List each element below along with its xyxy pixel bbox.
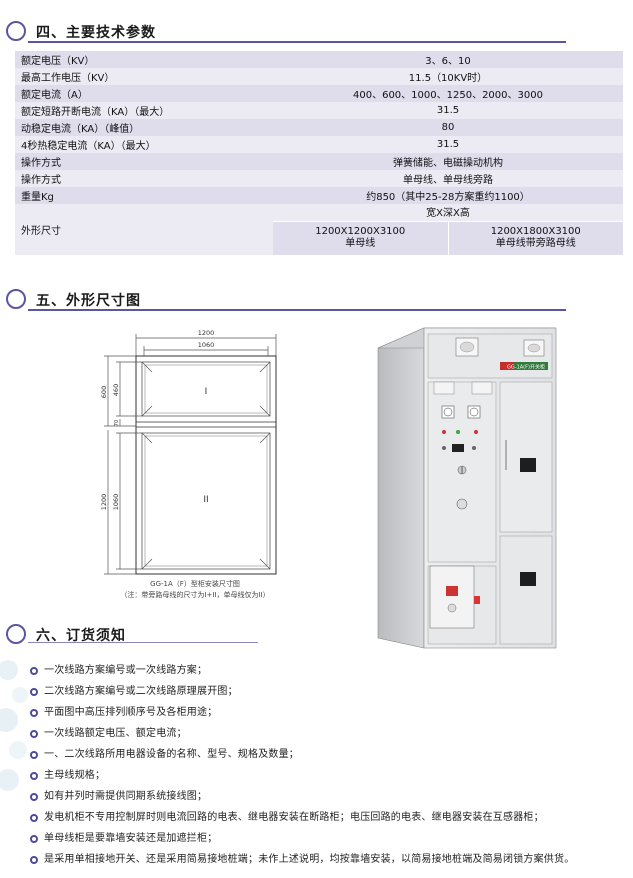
- bullet-icon: [30, 814, 38, 822]
- heading-ring-icon: [6, 289, 26, 309]
- dim-bypass-size: 1200X1800X3100: [490, 226, 581, 237]
- spec-row: 操作方式单母线、单母线旁路: [15, 170, 623, 187]
- dim-height-70: 70: [114, 420, 120, 426]
- spec-key: 最高工作电压（KV）: [15, 68, 273, 85]
- order-item: 一次线路额定电压、额定电流；: [30, 723, 630, 744]
- dim-width-inner: 1060: [198, 341, 215, 349]
- dim-height-1200: 1200: [100, 494, 108, 511]
- order-item-text: 是采用单相接地开关、还是采用简易接地桩端；未作上述说明，均按靠墙安装，以简易接地…: [44, 854, 575, 865]
- order-item-text: 如有并列时需提供同期系统接线图；: [44, 791, 208, 802]
- spec-row: 动稳定电流（KA）（峰值）80: [15, 119, 623, 136]
- dim-single-label: 单母线: [345, 238, 376, 249]
- order-item: 发电机柜不专用控制屏时则电流回路的电表、继电器安装在断路柜；电压回路的电表、继电…: [30, 807, 630, 828]
- spec-value: 80: [273, 119, 623, 136]
- order-item-text: 二次线路方案编号或二次线路原理展开图；: [44, 686, 238, 697]
- order-item-text: 一、二次线路所用电器设备的名称、型号、规格及数量；: [44, 749, 299, 760]
- spec-value: 31.5: [273, 102, 623, 119]
- order-item-text: 发电机柜不专用控制屏时则电流回路的电表、继电器安装在断路柜；电压回路的电表、继电…: [44, 812, 544, 823]
- order-notes-list: 一次线路方案编号或一次线路方案； 二次线路方案编号或二次线路原理展开图； 平面图中高…: [30, 660, 630, 870]
- spec-row: 4秒热稳定电流（KA）（最大）31.5: [15, 136, 623, 153]
- switchgear-cabinet-image: GG-1A(F)开关柜: [377, 327, 557, 649]
- order-item: 主母线规格；: [30, 765, 630, 786]
- bullet-icon: [30, 688, 38, 696]
- order-item: 如有并列时需提供同期系统接线图；: [30, 786, 630, 807]
- heading-ring-icon: [6, 21, 26, 41]
- spec-key: 4秒热稳定电流（KA）（最大）: [15, 136, 273, 153]
- decorative-flourish: [0, 660, 28, 791]
- spec-row: 操作方式弹簧储能、电磁操动机构: [15, 153, 623, 170]
- spec-value: 弹簧储能、电磁操动机构: [273, 153, 623, 170]
- section-title: 四、主要技术参数: [36, 25, 156, 41]
- dim-width-outer: 1200: [198, 329, 215, 337]
- dimension-drawing: 1200 1060 I II 600 460 70 1200 1060: [100, 329, 277, 575]
- drawing-caption: GG-1A（F）型柜安装尺寸图: [150, 580, 240, 588]
- order-item-text: 一次线路方案编号或一次线路方案；: [44, 665, 208, 676]
- order-item: 单母线柜是要靠墙安装还是加遮拦柜；: [30, 828, 630, 849]
- spec-key: 额定短路开断电流（KA）（最大）: [15, 102, 273, 119]
- dim-height-460: 460: [112, 384, 120, 396]
- cabinet-nameplate: GG-1A(F)开关柜: [507, 364, 545, 371]
- spec-key: 动稳定电流（KA）（峰值）: [15, 119, 273, 136]
- section-heading-specs: 四、主要技术参数: [6, 18, 566, 44]
- bullet-icon: [30, 709, 38, 717]
- section-heading-dimensions: 五、外形尺寸图: [6, 286, 566, 312]
- mark-compartment-1: I: [205, 387, 208, 397]
- dim-height-600: 600: [100, 386, 108, 398]
- spec-value: 31.5: [273, 136, 623, 153]
- order-item: 一、二次线路所用电器设备的名称、型号、规格及数量；: [30, 744, 630, 765]
- dim-bypass-label: 单母线带旁路母线: [495, 238, 576, 249]
- spec-value: 约850（其中25-28方案重约1100）: [273, 187, 623, 204]
- bullet-icon: [30, 793, 38, 801]
- spec-key: 操作方式: [15, 170, 273, 187]
- dim-single-size: 1200X1200X3100: [315, 226, 406, 237]
- heading-ring-icon: [6, 624, 26, 644]
- bullet-icon: [30, 667, 38, 675]
- order-item: 是采用单相接地开关、还是采用简易接地桩端；未作上述说明，均按靠墙安装，以简易接地…: [30, 849, 630, 870]
- spec-key: 重量Kg: [15, 187, 273, 204]
- bullet-icon: [30, 751, 38, 759]
- bullet-icon: [30, 730, 38, 738]
- spec-key: 额定电流（A）: [15, 85, 273, 102]
- spec-row: 额定短路开断电流（KA）（最大）31.5: [15, 102, 623, 119]
- order-item-text: 单母线柜是要靠墙安装还是加遮拦柜；: [44, 833, 218, 844]
- bullet-icon: [30, 772, 38, 780]
- order-item: 二次线路方案编号或二次线路原理展开图；: [30, 681, 630, 702]
- order-item-text: 主母线规格；: [44, 770, 106, 781]
- dim-header: 宽X深X高: [273, 204, 623, 222]
- drawing-note: （注：带旁路母线的尺寸为I+II，单母线仅为II）: [120, 591, 270, 599]
- section-title: 五、外形尺寸图: [36, 293, 141, 309]
- order-item-text: 平面图中高压排列顺序号及各柜用途；: [44, 707, 218, 718]
- bullet-icon: [30, 835, 38, 843]
- spec-row: 额定电流（A）400、600、1000、1250、2000、3000: [15, 85, 623, 102]
- section-title: 六、订货须知: [36, 628, 126, 644]
- order-item: 平面图中高压排列顺序号及各柜用途；: [30, 702, 630, 723]
- spec-row: 最高工作电压（KV）11.5（10KV时）: [15, 68, 623, 85]
- order-item-text: 一次线路额定电压、额定电流；: [44, 728, 187, 739]
- order-item: 一次线路方案编号或一次线路方案；: [30, 660, 630, 681]
- spec-value: 单母线、单母线旁路: [273, 170, 623, 187]
- spec-value: 400、600、1000、1250、2000、3000: [273, 85, 623, 102]
- spec-value: 3、6、10: [273, 51, 623, 68]
- spec-key: 操作方式: [15, 153, 273, 170]
- bullet-icon: [30, 856, 38, 864]
- dim-height-1060: 1060: [112, 494, 120, 511]
- section-heading-order: 六、订货须知: [6, 621, 566, 647]
- spec-value: 11.5（10KV时）: [273, 68, 623, 85]
- mark-compartment-2: II: [203, 495, 208, 505]
- spec-key: 额定电压（KV）: [15, 51, 273, 68]
- spec-key: 外形尺寸: [15, 204, 273, 255]
- spec-row: 额定电压（KV）3、6、10: [15, 51, 623, 68]
